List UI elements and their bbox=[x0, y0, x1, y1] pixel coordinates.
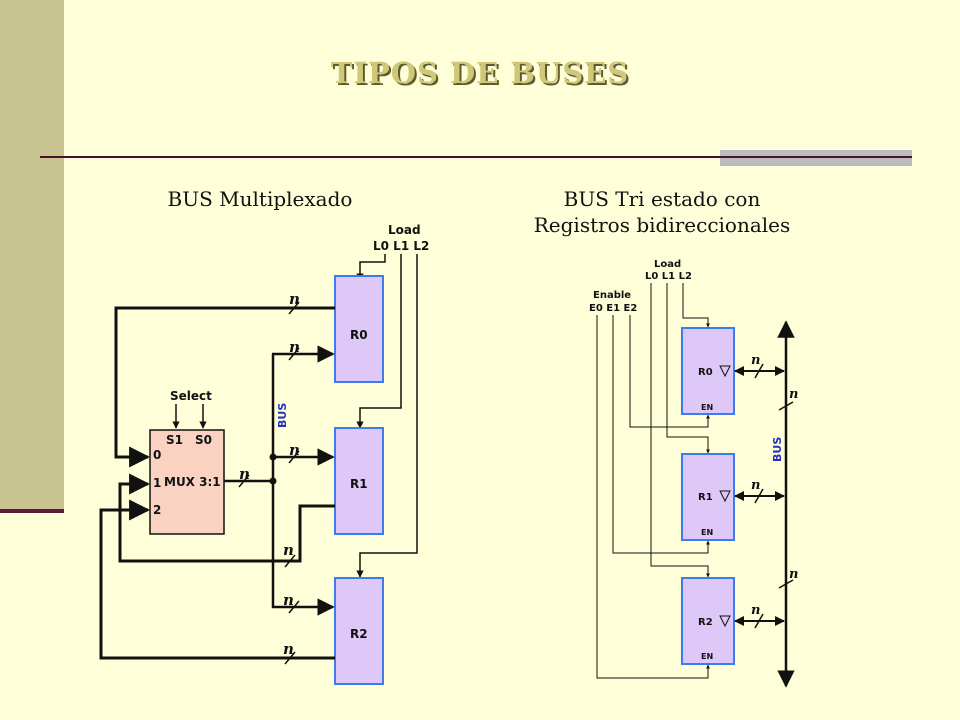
mux-input-1-label: 1 bbox=[153, 476, 161, 490]
mux-width-label-5: n bbox=[283, 541, 294, 559]
mux-type-label: MUX 3:1 bbox=[164, 475, 221, 489]
mux-slash-3 bbox=[288, 450, 300, 464]
mux-slash-1 bbox=[288, 301, 300, 315]
mux-bus-label: BUS bbox=[276, 403, 289, 428]
ts-load-l0-wire bbox=[682, 283, 710, 328]
ts-enable-lines: E0 E1 E2 bbox=[589, 303, 637, 314]
mux-register-r0 bbox=[334, 275, 384, 383]
left-decorative-band bbox=[0, 0, 64, 512]
ts-register-r1 bbox=[681, 453, 735, 541]
mux-width-label-2: n bbox=[289, 338, 300, 356]
mux-feedback-r0 bbox=[114, 306, 335, 468]
right-subtitle-line1: BUS Tri estado con bbox=[563, 187, 761, 211]
mux-block bbox=[149, 429, 225, 535]
mux-input-0-label: 0 bbox=[153, 448, 161, 462]
mux-s0-label: S0 bbox=[195, 433, 212, 447]
ts-r1-en-label: EN bbox=[701, 528, 713, 537]
mux-register-r2-label: R2 bbox=[350, 627, 368, 641]
title-divider bbox=[40, 156, 912, 158]
ts-slash-r2 bbox=[754, 613, 764, 629]
ts-load-label: Load bbox=[654, 259, 681, 270]
ts-enable-e0-wire bbox=[596, 315, 710, 679]
mux-load-l0-wire bbox=[356, 254, 386, 281]
mux-width-label-7: n bbox=[283, 640, 294, 658]
tristate-bus-diagram: Load L0 L1 L2 Enable E0 E1 E2 R0 R1 R2 E… bbox=[589, 259, 798, 688]
ts-load-lines: L0 L1 L2 bbox=[645, 271, 692, 282]
ts-register-r2-label: R2 bbox=[698, 617, 713, 628]
title-divider-block bbox=[720, 150, 912, 166]
title-divider-block-line bbox=[720, 156, 912, 158]
mux-slash-7 bbox=[284, 651, 296, 665]
ts-register-r1-label: R1 bbox=[698, 492, 713, 503]
ts-enable-label: Enable bbox=[593, 290, 631, 301]
ts-bus-label: BUS bbox=[771, 437, 784, 462]
ts-slash-r0 bbox=[754, 363, 764, 379]
mux-register-r0-label: R0 bbox=[350, 328, 368, 342]
ts-enable-e2-wire bbox=[629, 315, 710, 428]
mux-feedback-r1 bbox=[118, 473, 335, 563]
mux-register-r2 bbox=[334, 577, 384, 685]
ts-load-l2-wire bbox=[650, 283, 710, 578]
mux-register-r1 bbox=[334, 427, 384, 535]
ts-buffer-r2-icon bbox=[719, 615, 731, 628]
right-subtitle-line2: Registros bidireccionales bbox=[533, 213, 791, 237]
mux-load-label: Load bbox=[388, 223, 421, 237]
mux-feedback-r2 bbox=[99, 499, 335, 660]
left-band-underline bbox=[0, 509, 64, 513]
mux-bus-junction-r1 bbox=[269, 453, 277, 461]
mux-register-r1-label: R1 bbox=[350, 477, 368, 491]
mux-input-2-label: 2 bbox=[153, 503, 161, 517]
mux-load-l2-wire bbox=[356, 254, 418, 578]
mux-width-label-6: n bbox=[283, 591, 294, 609]
mux-bus-junction-mux bbox=[269, 477, 277, 485]
ts-load-l1-wire bbox=[666, 283, 710, 454]
ts-r0-en-label: EN bbox=[701, 403, 713, 412]
mux-bus-diagram: Load L0 L1 L2 R0 R1 R2 S1 S0 MUX 3:1 0 1… bbox=[99, 223, 429, 685]
ts-slash-bus-top bbox=[778, 401, 794, 411]
mux-slash-5 bbox=[284, 554, 296, 568]
ts-width-label-r0: n bbox=[751, 353, 760, 368]
ts-width-label-r2: n bbox=[751, 603, 760, 618]
ts-buffer-r0-icon bbox=[719, 365, 731, 378]
ts-width-label-bus-bottom: n bbox=[789, 567, 798, 582]
ts-register-r2 bbox=[681, 577, 735, 665]
ts-r2-en-label: EN bbox=[701, 652, 713, 661]
mux-load-l1-wire bbox=[356, 254, 402, 429]
ts-slash-r1 bbox=[754, 488, 764, 504]
right-subtitle: BUS Tri estado con Registros bidireccion… bbox=[500, 186, 824, 238]
mux-load-lines: L0 L1 L2 bbox=[373, 239, 429, 253]
slide-title: TIPOS DE BUSES bbox=[330, 56, 630, 90]
mux-width-label-3: n bbox=[289, 441, 300, 459]
mux-select-label: Select bbox=[170, 389, 212, 403]
ts-register-r0-label: R0 bbox=[698, 367, 713, 378]
left-subtitle: BUS Multiplexado bbox=[167, 187, 353, 211]
mux-slash-4 bbox=[238, 474, 250, 488]
mux-s1-label: S1 bbox=[166, 433, 183, 447]
ts-slash-bus-bottom bbox=[778, 579, 794, 589]
ts-enable-e1-wire bbox=[612, 315, 710, 554]
mux-width-label-4: n bbox=[239, 465, 250, 483]
ts-width-label-bus-top: n bbox=[789, 387, 798, 402]
mux-width-label-1: n bbox=[289, 290, 300, 308]
ts-buffer-r1-icon bbox=[719, 490, 731, 503]
ts-width-label-r1: n bbox=[751, 478, 760, 493]
mux-slash-6 bbox=[288, 600, 300, 614]
mux-slash-2 bbox=[288, 347, 300, 361]
